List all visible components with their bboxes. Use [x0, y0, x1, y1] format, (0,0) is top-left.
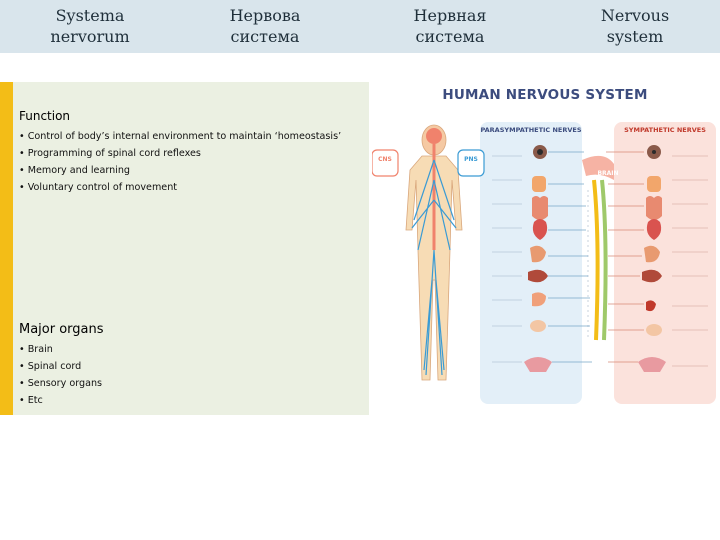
- header-ukrainian-line2: система: [230, 27, 300, 46]
- pns-label: PNS: [464, 156, 478, 163]
- intestine-icon: [532, 292, 546, 307]
- panel-accent-bar: [0, 82, 13, 415]
- peripheral-nerves: [411, 159, 457, 376]
- heart-icon: [646, 219, 662, 240]
- parasympathetic-label: PARASYMPATHETIC NERVES: [480, 126, 581, 134]
- stomach-icon: [644, 245, 660, 263]
- header-ukrainian-line1: Нервова: [229, 6, 301, 25]
- parasympathetic-panel: [480, 122, 582, 404]
- function-item: Memory and learning: [19, 162, 341, 179]
- organs-title: Major organs: [19, 322, 104, 337]
- sympathetic-text-lines: [672, 155, 708, 367]
- cns-label: CNS: [378, 156, 392, 163]
- parasympathetic-text-lines: [492, 155, 522, 363]
- salivary-gland-icon: [532, 176, 546, 192]
- parasympathetic-connectors: [548, 151, 592, 363]
- pupil-icon: [652, 150, 656, 154]
- header-latin-line2: nervorum: [50, 27, 130, 46]
- sympathetic-organs: [606, 145, 708, 372]
- header-russian-line1: Нервная: [413, 6, 487, 25]
- function-item: Programming of spinal cord reflexes: [19, 145, 341, 162]
- sympathetic-chain: [592, 179, 600, 341]
- sympathetic-connectors: [606, 151, 644, 363]
- figure-title: HUMAN NERVOUS SYSTEM: [442, 87, 648, 103]
- organ-item: Spinal cord: [19, 358, 102, 375]
- sympathetic-panel: [614, 122, 716, 404]
- header-english: Nervous system: [585, 5, 685, 47]
- stomach-icon: [530, 245, 546, 263]
- organ-item: Sensory organs: [19, 375, 102, 392]
- function-item: Control of body’s internal environment t…: [19, 128, 341, 145]
- header-latin: Systema nervorum: [40, 5, 140, 47]
- reproductive-icon: [524, 357, 552, 372]
- human-body: [405, 124, 463, 381]
- header-english-line2: system: [606, 27, 664, 46]
- header-latin-line1: Systema: [55, 6, 125, 25]
- liver-icon: [642, 269, 662, 283]
- pupil-icon: [537, 149, 543, 155]
- liver-icon: [528, 269, 548, 283]
- organs-list: Brain Spinal cord Sensory organs Etc: [19, 341, 102, 409]
- body-shape: [405, 155, 463, 381]
- header-russian: Нервная система: [400, 5, 500, 47]
- header-russian-line2: система: [415, 27, 485, 46]
- function-title: Function: [19, 109, 71, 123]
- function-item: Voluntary control of movement: [19, 179, 341, 196]
- nervous-system-figure: HUMAN NERVOUS SYSTEM PARASYMPATHETIC NER…: [372, 80, 718, 410]
- bladder-icon: [530, 320, 546, 332]
- brain-shape: [582, 155, 614, 180]
- heart-icon: [532, 219, 548, 240]
- kidney-icon: [646, 300, 656, 312]
- cns-bubble: [372, 149, 399, 177]
- lungs-icon: [532, 196, 548, 220]
- sympathetic-label: SYMPATHETIC NERVES: [624, 126, 706, 134]
- header-bar: [0, 0, 720, 53]
- nervous-system-illustration: PARASYMPATHETIC NERVES SYMPATHETIC NERVE…: [372, 122, 716, 404]
- header-ukrainian: Нервова система: [215, 5, 315, 47]
- reproductive-icon: [638, 357, 666, 372]
- brain-icon: [426, 128, 442, 144]
- bladder-icon: [646, 324, 662, 336]
- function-list: Control of body’s internal environment t…: [19, 128, 341, 196]
- spinal-cord: [600, 179, 608, 341]
- pns-bubble: [457, 149, 485, 177]
- header-english-line1: Nervous: [600, 6, 670, 25]
- organ-item: Brain: [19, 341, 102, 358]
- brain-label: BRAIN: [597, 170, 618, 177]
- salivary-gland-icon: [647, 176, 661, 192]
- organ-item: Etc: [19, 392, 102, 409]
- parasympathetic-organs: [492, 145, 592, 372]
- lungs-icon: [646, 196, 662, 220]
